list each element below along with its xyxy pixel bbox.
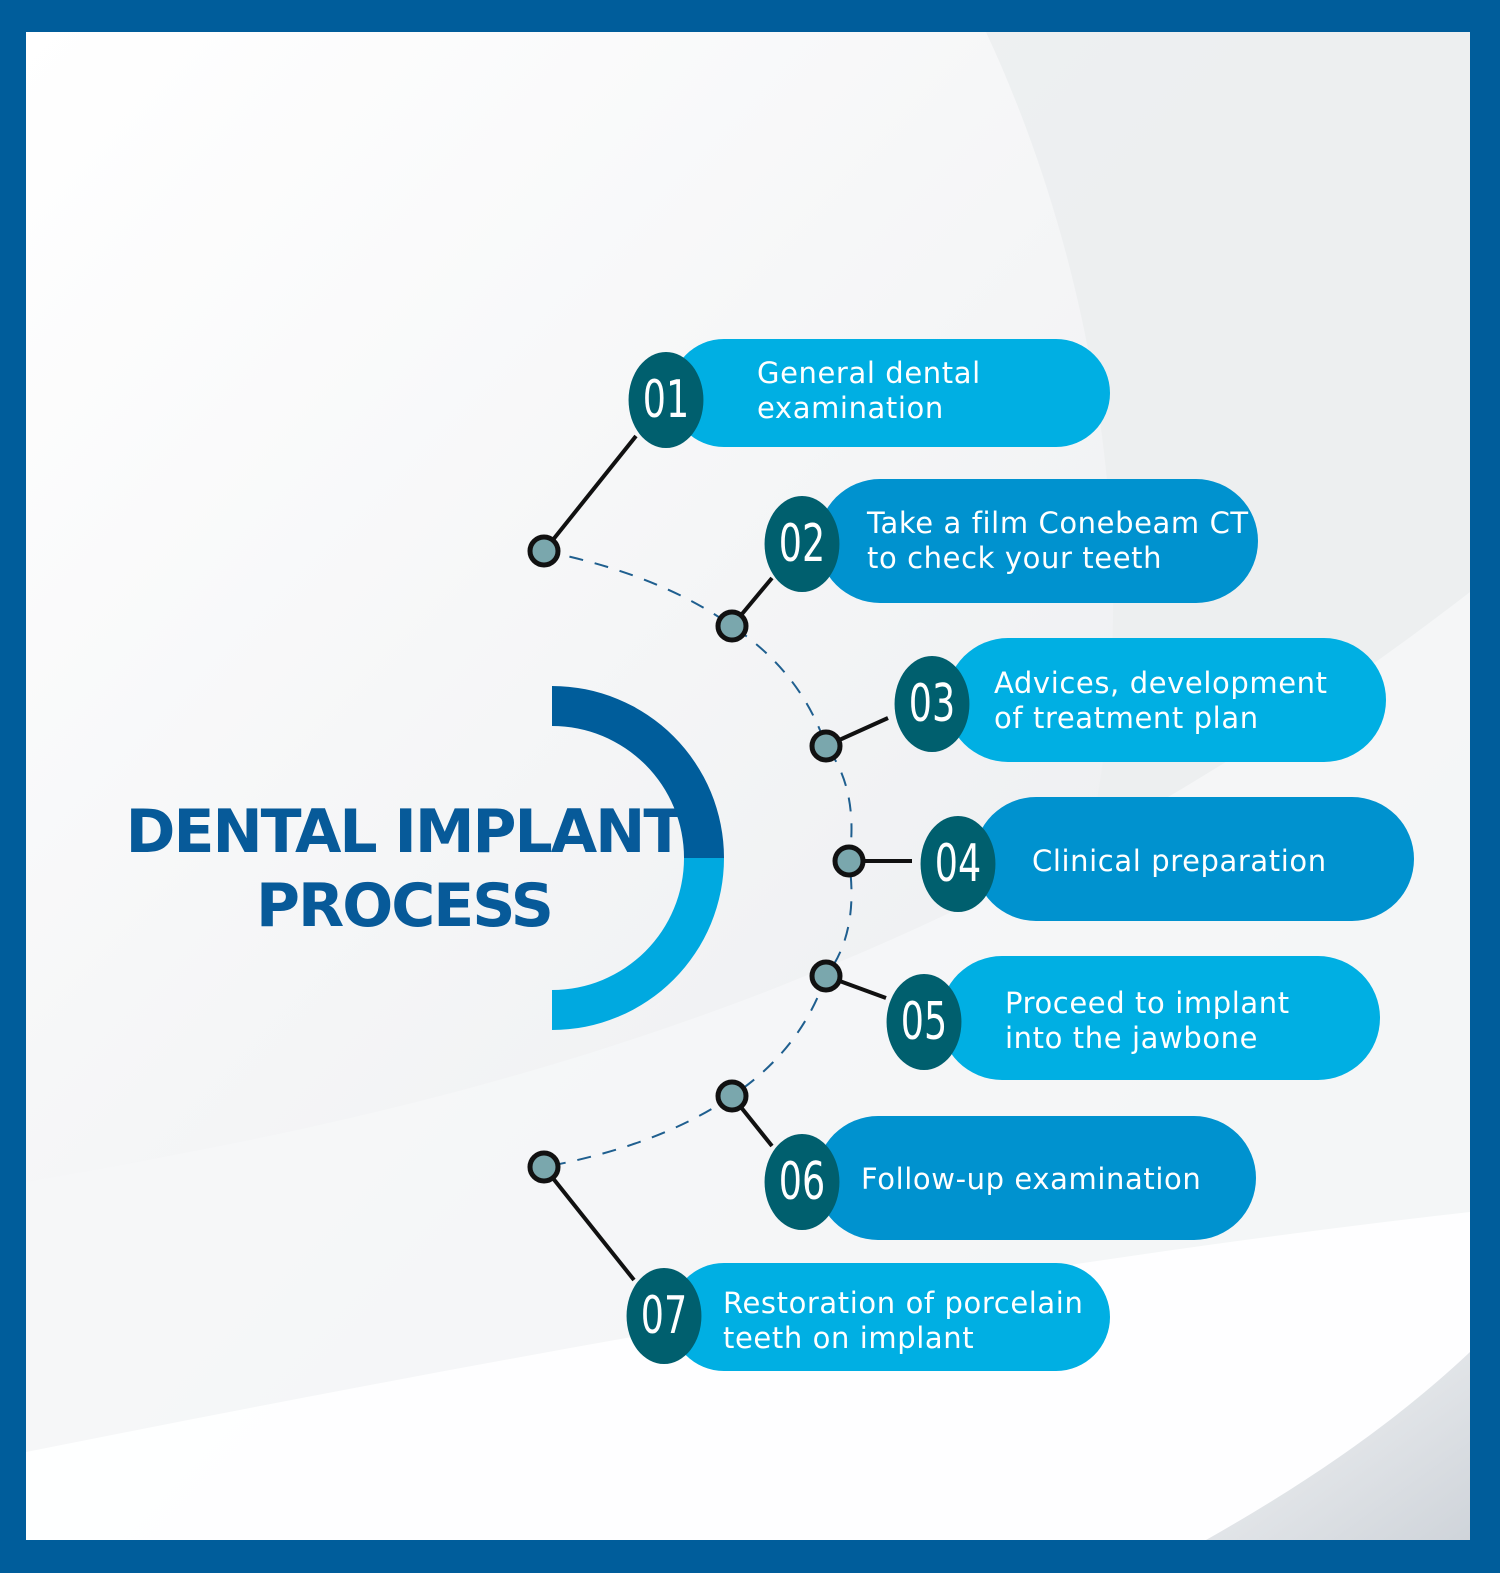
step-pill-2 [818, 479, 1258, 603]
node-dot-7 [527, 1150, 561, 1184]
half-ring-light [552, 858, 724, 1030]
half-ring-dark [552, 686, 724, 858]
step-pill-5 [940, 956, 1380, 1080]
process-arc-graphic [527, 434, 912, 1282]
step-number-badge-1: 01 [628, 352, 704, 448]
step-number-badge-4: 04 [920, 816, 996, 912]
node-dot-3 [809, 729, 843, 763]
infographic-canvas: DENTAL IMPLANT PROCESS General dental ex… [26, 32, 1470, 1540]
node-dot-4 [832, 844, 866, 878]
step-number-badge-5: 05 [886, 974, 962, 1070]
step-number-badge-7: 07 [626, 1268, 702, 1364]
title-line-1: DENTAL IMPLANT [125, 797, 685, 867]
step-text-6: Follow-up examination [861, 1162, 1202, 1196]
step-text-3: Advices, development of treatment plan [994, 666, 1328, 735]
step-text-7: Restoration of porcelain teeth on implan… [723, 1286, 1084, 1355]
connector-line-7 [542, 1165, 636, 1282]
connector-line-1 [542, 434, 638, 553]
step-text-1: General dental examination [757, 356, 981, 425]
node-dot-1 [527, 534, 561, 568]
step-text-5: Proceed to implant into the jawbone [1005, 986, 1290, 1055]
step-pill-6 [816, 1116, 1256, 1240]
node-dot-5 [809, 959, 843, 993]
node-dot-2 [715, 609, 749, 643]
step-pill-4 [974, 797, 1414, 921]
step-number-badge-2: 02 [764, 496, 840, 592]
step-number-badge-3: 03 [894, 656, 970, 752]
step-text-4: Clinical preparation [1032, 844, 1327, 878]
background-swooshes [26, 32, 1470, 1540]
step-pill-1 [670, 339, 1110, 447]
step-pill-3 [946, 638, 1386, 762]
title-line-2: PROCESS [256, 871, 554, 941]
step-text-2: Take a film Conebeam CT to check your te… [867, 506, 1249, 575]
step-pill-7 [670, 1263, 1110, 1371]
node-dot-6 [715, 1079, 749, 1113]
step-number-badge-6: 06 [764, 1134, 840, 1230]
